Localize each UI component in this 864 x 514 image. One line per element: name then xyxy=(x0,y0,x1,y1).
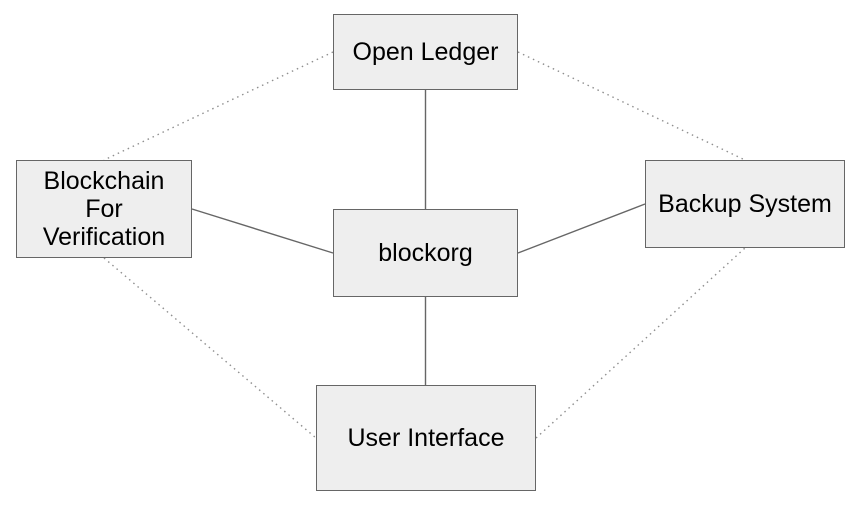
node-user-interface-label: User Interface xyxy=(347,424,505,452)
edge-blockorg-backup-system xyxy=(517,203,646,254)
node-open-ledger[interactable]: Open Ledger xyxy=(333,14,518,90)
node-blockorg-label: blockorg xyxy=(378,239,473,267)
node-backup-system-label: Backup System xyxy=(658,190,832,218)
edge-blockchain-for-verification-blockorg xyxy=(191,208,334,254)
node-user-interface[interactable]: User Interface xyxy=(316,385,536,491)
edge-user-interface-backup-system xyxy=(535,247,746,439)
node-open-ledger-label: Open Ledger xyxy=(352,38,499,66)
node-blockchain-for-verification-label: Blockchain For Verification xyxy=(42,167,166,251)
edge-blockchain-for-verification-user-interface xyxy=(103,257,317,439)
node-backup-system[interactable]: Backup System xyxy=(645,160,845,248)
edge-open-ledger-backup-system xyxy=(517,51,746,161)
edge-open-ledger-blockchain-for-verification xyxy=(103,51,334,161)
node-blockorg[interactable]: blockorg xyxy=(333,209,518,297)
node-blockchain-for-verification[interactable]: Blockchain For Verification xyxy=(16,160,192,258)
